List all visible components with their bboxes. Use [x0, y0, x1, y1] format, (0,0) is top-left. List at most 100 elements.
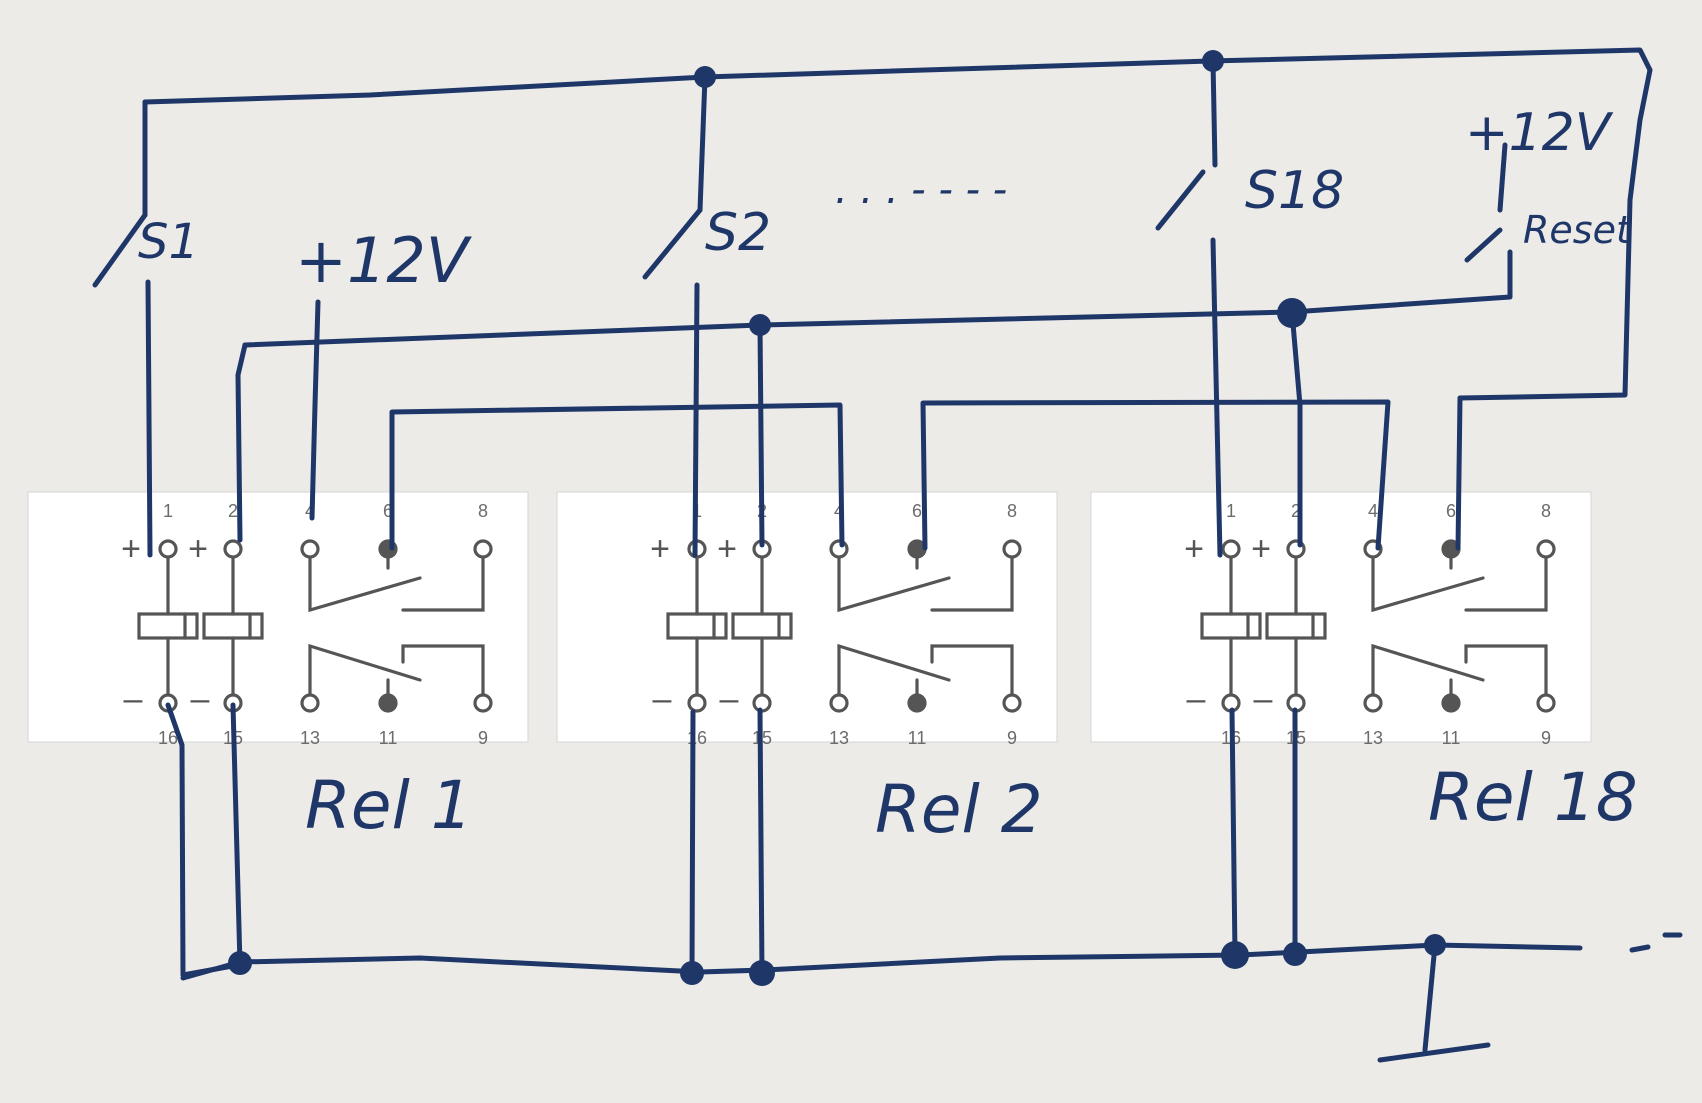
s1-lower-wire	[145, 279, 153, 558]
terminal-bottom	[1363, 693, 1383, 713]
relay-card	[556, 491, 1058, 743]
pin-number-top: 6	[1446, 501, 1456, 521]
polarity-sign: –	[653, 680, 672, 718]
junction-dot	[1202, 50, 1224, 72]
junction-dot	[749, 960, 775, 986]
terminal-bottom	[829, 693, 849, 713]
junction-dot	[228, 951, 252, 975]
upper-contact-blade	[1371, 554, 1485, 613]
polarity-sign: +	[121, 530, 141, 568]
s1-switch-blade	[92, 212, 148, 288]
rel18-pin16-ground	[1229, 707, 1238, 958]
ground-bus-continuation	[1629, 944, 1651, 953]
contact-lead	[401, 554, 485, 612]
terminal-top	[473, 539, 493, 559]
s2-lower-wire	[692, 282, 700, 558]
pin-number-bottom: 13	[829, 728, 849, 748]
switch-s2-label: S2	[705, 203, 771, 263]
terminal-bottom	[1536, 693, 1556, 713]
coil-box	[1200, 612, 1262, 640]
rel1-pin6-to-rel2-pin4	[389, 402, 845, 551]
terminal-bottom	[687, 693, 707, 713]
polarity-sign: –	[191, 680, 210, 718]
upper-contact-blade	[308, 554, 422, 613]
lower-contact-blade	[1371, 643, 1485, 700]
polarity-sign: +	[717, 530, 737, 568]
plus12v-feed-wire	[309, 299, 321, 521]
s18-switch-blade	[1155, 169, 1206, 231]
polarity-sign: +	[188, 530, 208, 568]
contact-lead	[1464, 644, 1548, 700]
relay-card	[27, 491, 529, 743]
rel2-pin6-to-rel18-pin4	[920, 399, 1391, 551]
top-bus-wire	[142, 47, 1653, 401]
terminal-bottom	[378, 693, 398, 713]
switch-s18-label: S18	[1245, 161, 1344, 221]
pin-number-bottom: 16	[687, 728, 707, 748]
supply-plus12v-label: +12V	[295, 224, 473, 297]
rel2-pin2-wire	[757, 322, 765, 548]
reset-switch-blade	[1464, 227, 1503, 263]
junctions	[228, 50, 1446, 986]
polarity-sign: +	[1251, 530, 1271, 568]
rel1-pin15-ground	[230, 702, 243, 968]
pin-number-top: 4	[1368, 501, 1378, 521]
reset-supply-plus12v-label: +12V	[1465, 103, 1614, 163]
pin-number-top: 1	[1226, 501, 1236, 521]
labels: S1 S2 S18 +12V +12V Reset . . . - - - - …	[138, 103, 1638, 848]
pin-number-top: 6	[912, 501, 922, 521]
pin-number-bottom: 11	[379, 728, 398, 748]
pin-number-bottom: 13	[300, 728, 320, 748]
coil-box	[137, 612, 199, 640]
terminal-bottom	[1002, 693, 1022, 713]
terminal-bottom	[300, 693, 320, 713]
terminal-top	[1536, 539, 1556, 559]
pin-number-top: 6	[383, 501, 393, 521]
relay-card	[1090, 491, 1592, 743]
rel2-pin15-ground	[757, 707, 765, 978]
relay-2-label: Rel 2	[875, 771, 1043, 848]
contact-lead	[930, 644, 1014, 700]
junction-dot	[1283, 942, 1307, 966]
polarity-sign: –	[1254, 680, 1273, 718]
coil-box	[731, 612, 793, 640]
pin-number-bottom: 9	[1007, 728, 1017, 748]
rel1-pin2-wire	[235, 342, 248, 543]
coil-box	[1265, 612, 1327, 640]
contact-lead	[930, 554, 1014, 612]
terminal-top	[829, 539, 849, 559]
relay-18-label: Rel 18	[1428, 759, 1638, 836]
coil-box	[666, 612, 728, 640]
ground-symbol-bar	[1377, 1042, 1491, 1063]
s18-lower-wire	[1210, 237, 1223, 558]
junction-dot	[1277, 298, 1307, 328]
rel18-pin6-to-top-bus	[1455, 395, 1463, 551]
contact-lead	[1464, 554, 1548, 612]
terminal-top	[1221, 539, 1241, 559]
pin-number-bottom: 13	[1363, 728, 1383, 748]
rel18-pin2-wire	[1289, 309, 1303, 548]
pin-number-bottom: 9	[478, 728, 488, 748]
pin-number-bottom: 11	[908, 728, 927, 748]
pin-number-top: 2	[1291, 501, 1301, 521]
pin-number-top: 8	[1541, 501, 1551, 521]
ground-stub-wire	[1422, 942, 1438, 1053]
terminal-top	[158, 539, 178, 559]
s18-upper-wire	[1210, 58, 1218, 168]
junction-dot	[749, 314, 771, 336]
terminal-top	[300, 539, 320, 559]
reset-supply-wire	[1497, 142, 1508, 213]
pin-number-bottom: 11	[1442, 728, 1461, 748]
polarity-sign: +	[650, 530, 670, 568]
relay-modules: 11621541361189++––11621541361189++––1162…	[27, 491, 1592, 748]
pin-number-top: 4	[834, 501, 844, 521]
junction-dot	[680, 961, 704, 985]
contact-lead	[401, 644, 485, 700]
junction-dot	[1424, 934, 1446, 956]
reset-switch-label: Reset	[1523, 208, 1633, 252]
